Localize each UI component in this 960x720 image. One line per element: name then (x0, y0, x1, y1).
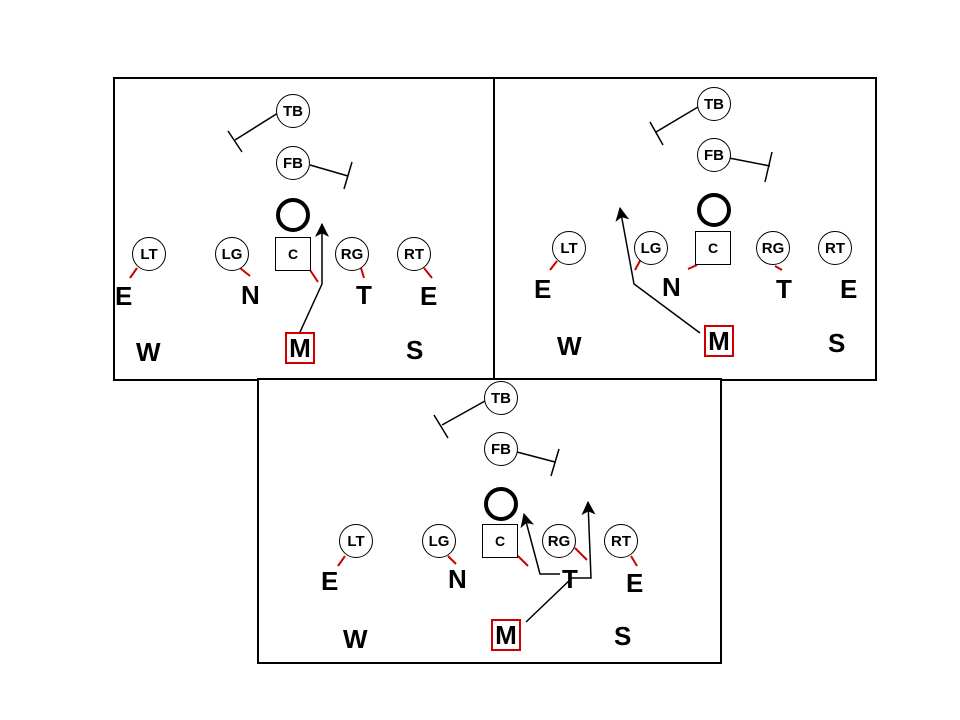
p1-lt: LT (132, 237, 166, 271)
p3-lt: LT (339, 524, 373, 558)
p3-e-left: E (321, 566, 339, 596)
p2-e-right: E (840, 274, 858, 304)
p2-n: N (662, 272, 681, 302)
panel-2 (493, 77, 877, 381)
p2-m: M (704, 325, 734, 357)
p1-w: W (136, 337, 161, 367)
p1-c: C (275, 237, 311, 271)
p2-fb: FB (697, 138, 731, 172)
p2-qb-icon (697, 193, 731, 227)
p1-rt: RT (397, 237, 431, 271)
p2-lg: LG (634, 231, 668, 265)
p1-rg: RG (335, 237, 369, 271)
p1-e-right: E (420, 281, 438, 311)
p1-n: N (241, 280, 260, 310)
p1-qb-icon (276, 198, 310, 232)
p3-s: S (614, 621, 632, 651)
p2-rg: RG (756, 231, 790, 265)
p2-t: T (776, 274, 792, 304)
p3-e-right: E (626, 568, 644, 598)
p3-w: W (343, 624, 368, 654)
p1-m: M (285, 332, 315, 364)
p3-rg: RG (542, 524, 576, 558)
p3-rt: RT (604, 524, 638, 558)
p2-e-left: E (534, 274, 552, 304)
p3-m: M (491, 619, 521, 651)
p1-t: T (356, 280, 372, 310)
p1-e-left: E (115, 281, 133, 311)
p3-t: T (562, 564, 578, 594)
p3-lg: LG (422, 524, 456, 558)
p2-tb: TB (697, 87, 731, 121)
p3-tb: TB (484, 381, 518, 415)
p3-qb-icon (484, 487, 518, 521)
p1-lg: LG (215, 237, 249, 271)
panel-3 (257, 378, 722, 664)
p2-c: C (695, 231, 731, 265)
p3-fb: FB (484, 432, 518, 466)
p2-w: W (557, 331, 582, 361)
p1-tb: TB (276, 94, 310, 128)
p3-c: C (482, 524, 518, 558)
p1-s: S (406, 335, 424, 365)
p3-n: N (448, 564, 467, 594)
p2-lt: LT (552, 231, 586, 265)
p2-rt: RT (818, 231, 852, 265)
p1-fb: FB (276, 146, 310, 180)
p2-s: S (828, 328, 846, 358)
